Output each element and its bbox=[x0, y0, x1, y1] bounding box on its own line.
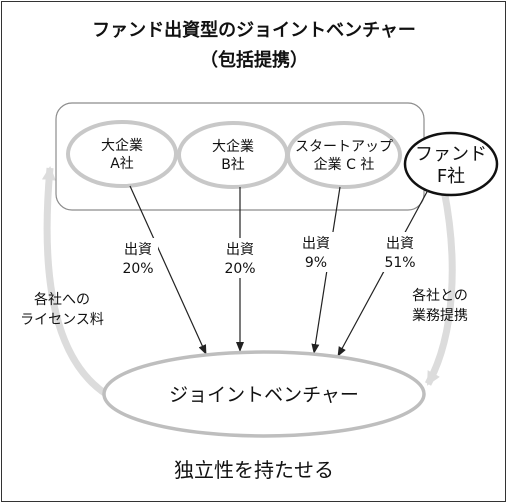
company-b-node bbox=[177, 121, 289, 189]
company-c-node bbox=[286, 121, 402, 189]
investment-value-f: 51% bbox=[384, 255, 415, 271]
investment-label-b-bg bbox=[220, 238, 260, 278]
title-line-1: ファンド出資型のジョイントベンチャー bbox=[92, 19, 416, 41]
company-c-line-2: 企業 C 社 bbox=[314, 156, 375, 173]
business-alliance-line-2: 業務提携 bbox=[412, 308, 468, 324]
footer-text: 独立性を持たせる bbox=[174, 458, 334, 482]
investment-label-a-bg bbox=[118, 238, 158, 278]
company-b-line-2: B社 bbox=[221, 157, 245, 173]
company-b-line-1: 大企業 bbox=[212, 138, 254, 155]
investment-label-a: 出資 bbox=[124, 242, 152, 258]
joint-venture-node bbox=[102, 350, 426, 438]
investment-value-b: 20% bbox=[224, 261, 255, 277]
license-fee-line-1: 各社への bbox=[34, 292, 90, 308]
investment-label-f-bg bbox=[378, 232, 422, 272]
fund-f-line-1: ファンド bbox=[415, 144, 487, 165]
investment-label-f: 出資 bbox=[386, 236, 414, 252]
company-a-line-1: 大企業 bbox=[101, 137, 143, 154]
fund-f-line-2: F社 bbox=[437, 166, 465, 187]
license-fee-arrow bbox=[41, 166, 108, 397]
investment-label-c: 出資 bbox=[302, 236, 330, 252]
investment-arrow-f bbox=[337, 189, 429, 357]
company-a-node bbox=[66, 120, 178, 188]
business-alliance-line-1: 各社との bbox=[412, 288, 468, 304]
investment-arrow-a bbox=[129, 185, 207, 355]
investment-value-c: 9% bbox=[305, 255, 327, 271]
business-alliance-arrow bbox=[424, 189, 456, 386]
investment-label-c-bg bbox=[296, 232, 336, 272]
license-fee-line-2: ライセンス料 bbox=[20, 312, 104, 328]
title-line-2: （包括提携） bbox=[200, 49, 308, 71]
investment-label-b: 出資 bbox=[226, 242, 254, 258]
company-c-line-1: スタートアップ bbox=[295, 139, 393, 155]
company-a-line-2: A社 bbox=[110, 156, 134, 172]
joint-venture-label: ジョイントベンチャー bbox=[169, 384, 359, 406]
investment-value-a: 20% bbox=[122, 261, 153, 277]
fund-f-node bbox=[403, 131, 499, 197]
